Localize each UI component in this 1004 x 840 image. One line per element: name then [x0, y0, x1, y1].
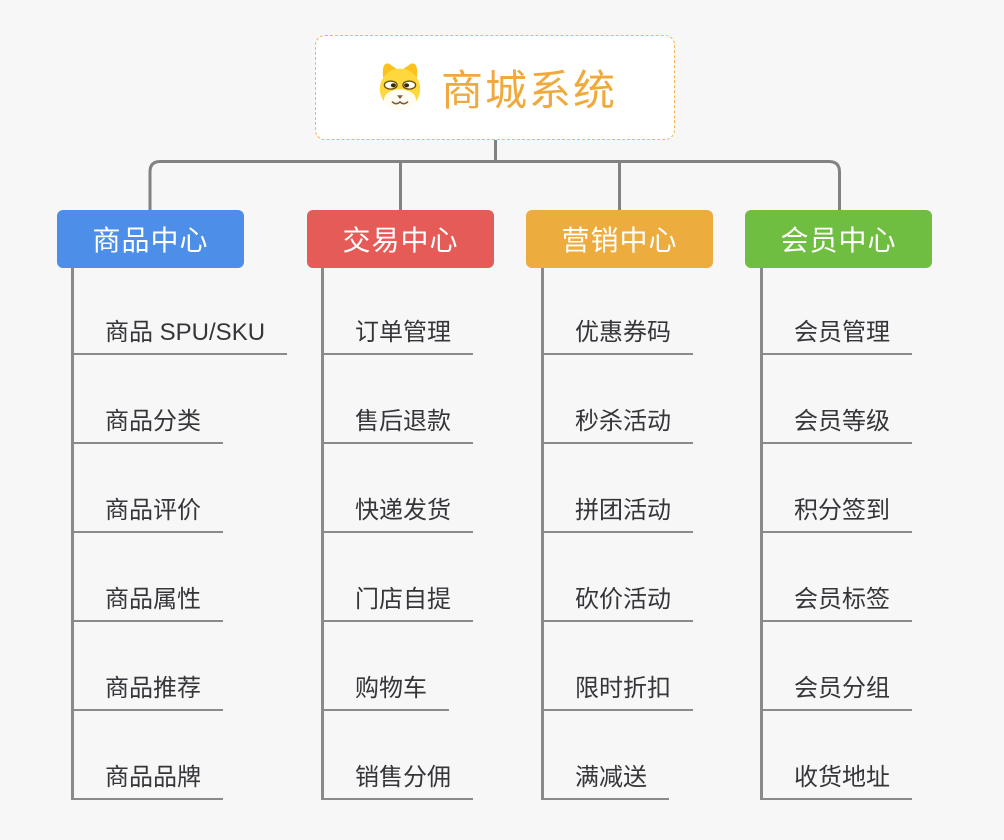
leaf-node-label[interactable]: 订单管理 [321, 312, 473, 355]
branch-node-label: 交易中心 [342, 225, 459, 256]
leaf-node-label[interactable]: 售后退款 [321, 401, 473, 444]
leaf-item: 拼团活动 [541, 444, 791, 533]
leaf-column-product-center: 商品 SPU/SKU 商品分类 商品评价 商品属性 商品推荐 商品品牌 [71, 268, 321, 800]
leaf-node-label[interactable]: 会员分组 [760, 668, 912, 711]
branch-node-member-center[interactable]: 会员中心 [745, 210, 932, 268]
leaf-node-label[interactable]: 限时折扣 [541, 668, 693, 711]
leaf-node-label[interactable]: 商品评价 [71, 490, 223, 533]
leaf-item: 商品评价 [71, 444, 321, 533]
dog-face-icon [373, 60, 427, 116]
leaf-node-label[interactable]: 商品 SPU/SKU [71, 312, 288, 355]
leaf-item: 会员标签 [760, 533, 1004, 622]
leaf-node-label[interactable]: 砍价活动 [541, 579, 693, 622]
branch-node-label: 会员中心 [780, 225, 897, 256]
leaf-item: 商品推荐 [71, 622, 321, 711]
leaf-item: 商品属性 [71, 533, 321, 622]
leaf-node-label[interactable]: 快递发货 [321, 490, 473, 533]
leaf-node-label[interactable]: 会员管理 [760, 312, 912, 355]
leaf-node-label[interactable]: 拼团活动 [541, 490, 693, 533]
root-node-label: 商城系统 [440, 67, 617, 114]
leaf-node-label[interactable]: 会员标签 [760, 579, 912, 622]
leaf-node-label[interactable]: 商品推荐 [71, 668, 223, 711]
root-node-mall-system[interactable]: 商城系统 [315, 35, 675, 140]
leaf-node-label[interactable]: 购物车 [321, 668, 449, 711]
leaf-node-label[interactable]: 会员等级 [760, 401, 912, 444]
leaf-item: 积分签到 [760, 444, 1004, 533]
leaf-node-label[interactable]: 满减送 [541, 757, 669, 800]
branch-node-label: 商品中心 [92, 225, 209, 256]
leaf-item: 收货地址 [760, 711, 1004, 800]
leaf-node-label[interactable]: 秒杀活动 [541, 401, 693, 444]
leaf-column-member-center: 会员管理 会员等级 积分签到 会员标签 会员分组 收货地址 [760, 268, 1004, 800]
leaf-item: 快递发货 [321, 444, 571, 533]
leaf-node-label[interactable]: 优惠券码 [541, 312, 693, 355]
leaf-item: 购物车 [321, 622, 571, 711]
leaf-item: 砍价活动 [541, 533, 791, 622]
leaf-node-label[interactable]: 门店自提 [321, 579, 473, 622]
leaf-item: 商品 SPU/SKU [71, 268, 321, 355]
leaf-node-label[interactable]: 积分签到 [760, 490, 912, 533]
leaf-item: 商品品牌 [71, 711, 321, 800]
leaf-column-trade-center: 订单管理 售后退款 快递发货 门店自提 购物车 销售分佣 [321, 268, 571, 800]
leaf-node-label[interactable]: 商品品牌 [71, 757, 223, 800]
leaf-column-marketing-center: 优惠券码 秒杀活动 拼团活动 砍价活动 限时折扣 满减送 [541, 268, 791, 800]
leaf-item: 会员分组 [760, 622, 1004, 711]
leaf-item: 会员管理 [760, 268, 1004, 355]
leaf-item: 满减送 [541, 711, 791, 800]
leaf-node-label[interactable]: 商品分类 [71, 401, 223, 444]
leaf-item: 售后退款 [321, 355, 571, 444]
branch-node-marketing-center[interactable]: 营销中心 [526, 210, 713, 268]
leaf-item: 订单管理 [321, 268, 571, 355]
leaf-node-label[interactable]: 销售分佣 [321, 757, 473, 800]
leaf-item: 限时折扣 [541, 622, 791, 711]
leaf-item: 门店自提 [321, 533, 571, 622]
leaf-node-label[interactable]: 商品属性 [71, 579, 223, 622]
leaf-node-label[interactable]: 收货地址 [760, 757, 912, 800]
branch-node-product-center[interactable]: 商品中心 [57, 210, 244, 268]
leaf-item: 销售分佣 [321, 711, 571, 800]
leaf-item: 优惠券码 [541, 268, 791, 355]
leaf-item: 商品分类 [71, 355, 321, 444]
leaf-item: 会员等级 [760, 355, 1004, 444]
branch-node-label: 营销中心 [561, 225, 678, 256]
branch-node-trade-center[interactable]: 交易中心 [307, 210, 494, 268]
leaf-item: 秒杀活动 [541, 355, 791, 444]
